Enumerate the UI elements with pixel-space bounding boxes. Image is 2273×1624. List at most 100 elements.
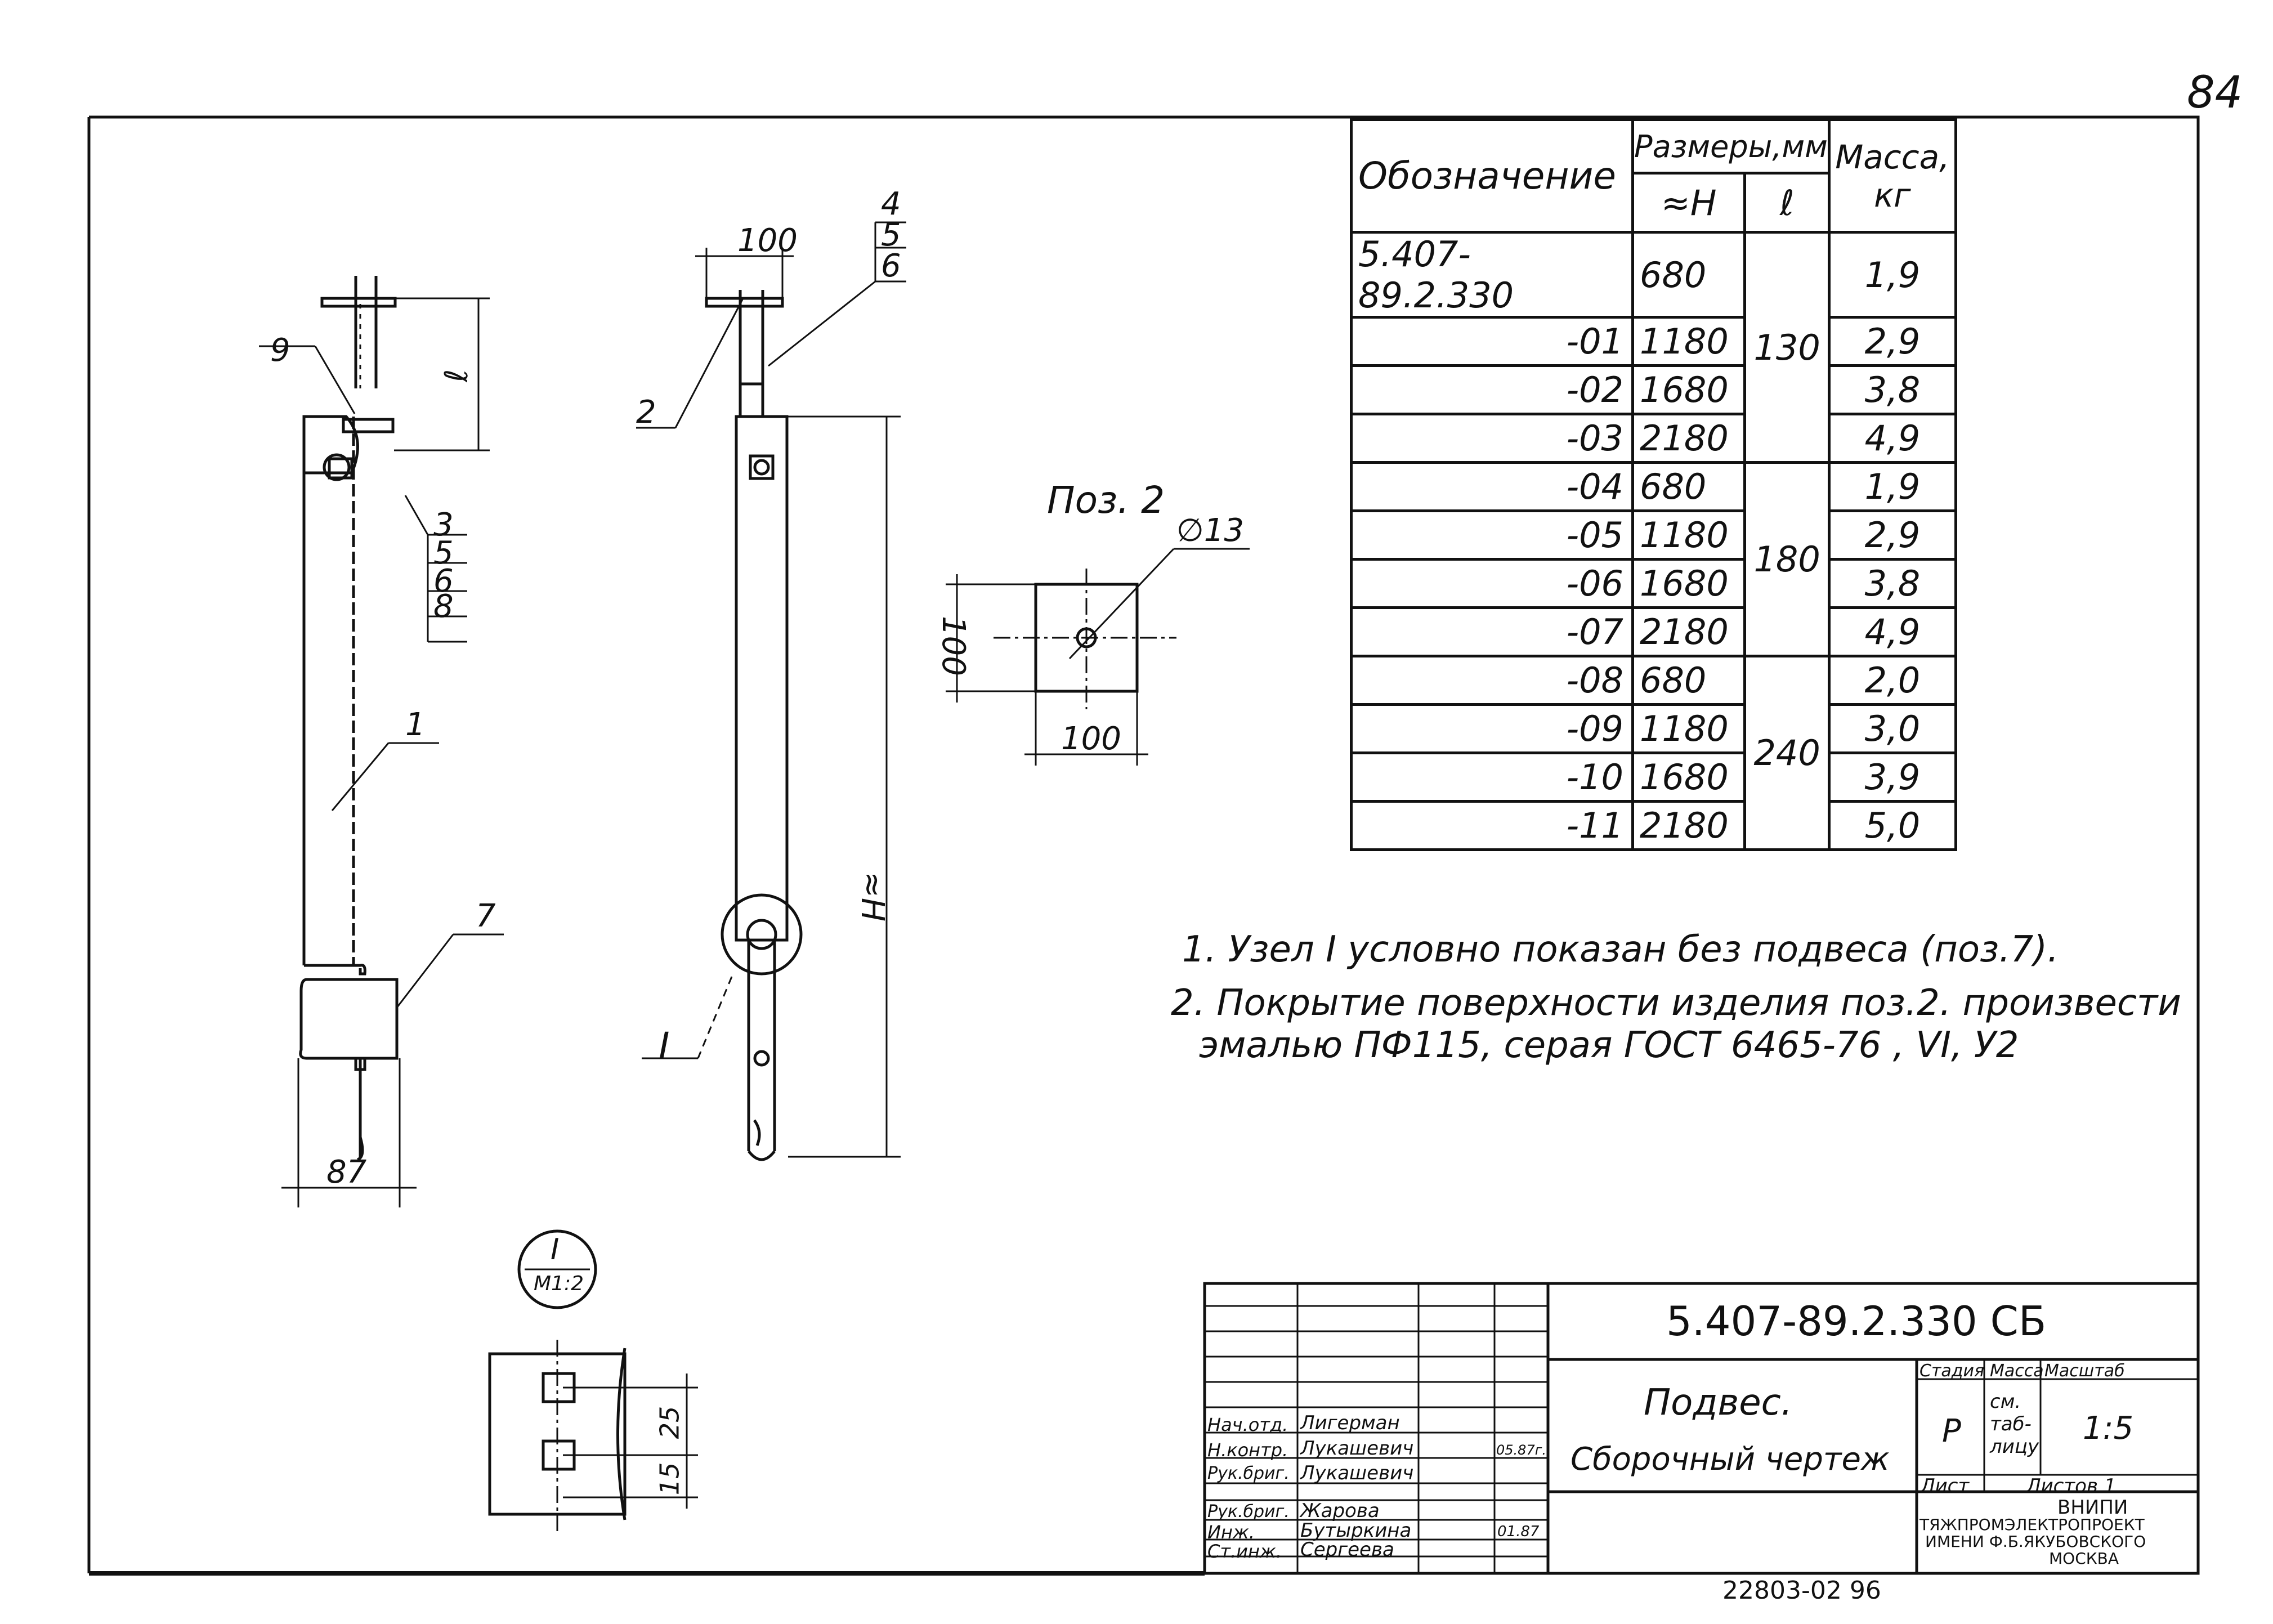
mass-header: Масса	[1990, 1361, 2044, 1381]
sheet-label: Лист	[1921, 1475, 1970, 1497]
table-row: 5.407-89.2.330 680 130 1,9	[1350, 231, 1957, 464]
cell-mass: 2,0	[1827, 655, 1957, 706]
cell-designation: -07	[1350, 606, 1634, 657]
dim-15: 15	[654, 1462, 685, 1496]
bottom-code: 22803-02 96	[1722, 1576, 1881, 1605]
scale-value: 1:5	[2083, 1410, 2134, 1447]
stage-value: Р	[1942, 1413, 1961, 1449]
pos-number-5: 5	[433, 535, 454, 571]
note-1: 1. Узел I условно показан без подвеса (п…	[1182, 929, 2059, 970]
dim-h: ≈H	[854, 871, 891, 922]
pos-number-4: 4	[881, 186, 901, 222]
staff-role: Рук.бриг.	[1207, 1502, 1290, 1522]
pos-number-3: 3	[433, 507, 454, 543]
pos-number-6: 6	[433, 563, 454, 600]
cell-h: 2180	[1631, 800, 1747, 851]
cell-mass: 1,9	[1827, 231, 1957, 319]
cell-designation: -02	[1350, 364, 1634, 415]
staff-name: Бутыркина	[1300, 1519, 1412, 1542]
cell-l: 130	[1743, 231, 1831, 464]
cell-h: 2180	[1631, 413, 1747, 464]
dim-25: 25	[654, 1406, 685, 1439]
cell-designation: -03	[1350, 413, 1634, 464]
cell-h: 680	[1631, 231, 1747, 319]
pos-number-7: 7	[476, 898, 496, 934]
header-mass: Масса, кг	[1827, 118, 1957, 234]
left-view	[259, 276, 504, 1207]
org-line-4: МОСКВА	[2049, 1549, 2119, 1568]
cell-designation: -06	[1350, 558, 1634, 609]
cell-mass: 3,0	[1827, 703, 1957, 754]
pos-number-5-mid: 5	[881, 217, 901, 253]
org-line-1: ВНИПИ	[2057, 1496, 2128, 1519]
cell-mass: 3,9	[1827, 751, 1957, 803]
pos-number-6-mid: 6	[881, 248, 901, 284]
cell-h: 1680	[1631, 751, 1747, 803]
org-line-3: ИМЕНИ Ф.Б.ЯКУБОВСКОГО	[1925, 1532, 2146, 1551]
cell-l: 240	[1743, 655, 1831, 851]
cell-mass: 3,8	[1827, 364, 1957, 415]
staff-date: 05.87г.	[1496, 1442, 1546, 1458]
cell-mass: 1,9	[1827, 461, 1957, 512]
dia-13: ∅13	[1176, 512, 1245, 549]
dim-87: 87	[326, 1154, 367, 1191]
cell-designation: -08	[1350, 655, 1634, 706]
header-l: ℓ	[1743, 172, 1831, 234]
cell-designation: -04	[1350, 461, 1634, 512]
header-designation: Обозначение	[1350, 118, 1634, 234]
cell-mass: 4,9	[1827, 413, 1957, 464]
staff-name: Лигерман	[1300, 1412, 1400, 1434]
cell-h: 1680	[1631, 558, 1747, 609]
page-number: 84	[2187, 68, 2243, 118]
stage-header: Стадия	[1919, 1361, 1985, 1381]
cell-h: 1180	[1631, 316, 1747, 367]
cell-mass: 3,8	[1827, 558, 1957, 609]
table-row: -08 680 240 2,0	[1350, 655, 1957, 851]
staff-role: Рук.бриг.	[1207, 1464, 1290, 1483]
staff-role: Ст.инж.	[1207, 1541, 1282, 1562]
staff-name: Сергеева	[1300, 1538, 1394, 1561]
scale-header: Масштаб	[2044, 1361, 2125, 1381]
cell-h: 1680	[1631, 364, 1747, 415]
dim-100-top: 100	[737, 222, 798, 259]
pos-number-8: 8	[433, 588, 454, 625]
cell-h: 1180	[1631, 703, 1747, 754]
cell-h: 1180	[1631, 509, 1747, 561]
pos-number-1: 1	[405, 706, 426, 743]
header-sizes: Размеры,мм	[1631, 118, 1831, 175]
cell-designation: -09	[1350, 703, 1634, 754]
node-detail	[488, 1229, 698, 1531]
staff-name: Лукашевич	[1300, 1437, 1414, 1460]
dim-100-side: 100	[934, 616, 972, 676]
name-line-2: Сборочный чертеж	[1570, 1441, 1890, 1478]
cell-mass: 5,0	[1827, 800, 1957, 851]
cell-l: 180	[1743, 461, 1831, 657]
note-2-cont: эмалью ПФ115, серая ГОСТ 6465-76 , VI, У…	[1199, 1024, 2019, 1066]
pos2-title: Поз. 2	[1047, 478, 1165, 522]
cell-h: 680	[1631, 461, 1747, 512]
pos-number-9: 9	[270, 332, 290, 369]
spec-table: Обозначение Размеры,мм Масса, кг ≈H ℓ 5.…	[1350, 118, 1957, 851]
cell-designation: -10	[1350, 751, 1634, 803]
dim-100-bottom: 100	[1061, 721, 1121, 757]
node-label-i: I	[659, 1024, 670, 1068]
title-block-grid	[1203, 1282, 2200, 1575]
cell-designation: -05	[1350, 509, 1634, 561]
pos2-view	[946, 548, 1250, 766]
cell-mass: 4,9	[1827, 606, 1957, 657]
middle-view	[636, 221, 906, 1161]
staff-name: Лукашевич	[1300, 1462, 1414, 1484]
org-line-2: ТЯЖПРОМЭЛЕКТРОПРОЕКТ	[1919, 1515, 2145, 1534]
staff-name: Жарова	[1300, 1500, 1380, 1522]
cell-mass: 2,9	[1827, 509, 1957, 561]
doc-code: 5.407-89.2.330 СБ	[1666, 1298, 2047, 1345]
table-row: -04 680 180 1,9	[1350, 461, 1957, 657]
cell-mass: 2,9	[1827, 316, 1957, 367]
